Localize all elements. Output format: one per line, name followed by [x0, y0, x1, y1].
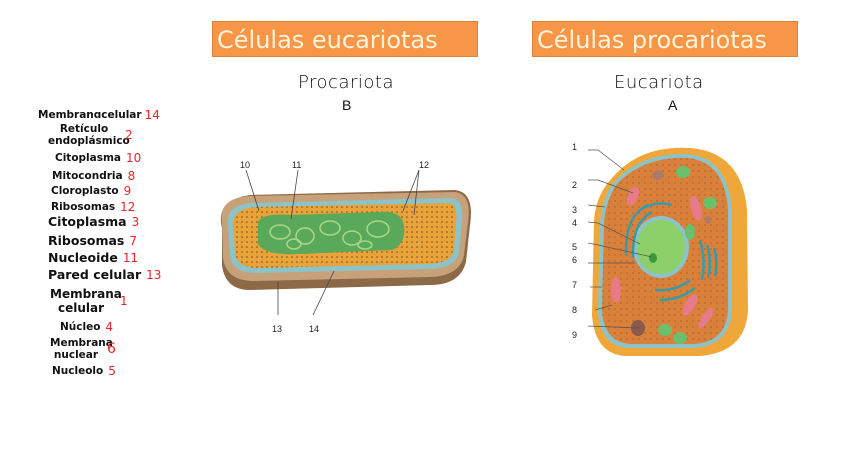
- legend-item: Membrana nuclear 6: [50, 337, 116, 361]
- eukaryote-letter: A: [668, 97, 678, 113]
- legend-number: 9: [123, 184, 132, 198]
- legend-label: Mitocondria: [52, 170, 123, 182]
- label-9: 9: [572, 330, 578, 340]
- label-3: 3: [572, 205, 578, 215]
- legend-number: 13: [146, 268, 162, 282]
- legend-number: 5: [108, 364, 116, 378]
- legend-number: 2: [125, 128, 133, 142]
- legend-label: Ribosomas: [48, 233, 125, 248]
- legend-label: Pared celular: [48, 267, 142, 282]
- legend-number: 1: [120, 294, 128, 308]
- eukaryote-caption: Eucariota: [614, 72, 704, 93]
- legend-item: Ribosomas 7: [48, 234, 137, 248]
- legend-number: 4: [105, 320, 114, 334]
- legend-number: 7: [129, 234, 138, 248]
- legend-number: 14: [144, 108, 160, 122]
- label-5: 5: [572, 242, 578, 252]
- legend-item: Núcleo 4: [60, 320, 113, 334]
- legend-item: Pared celular 13: [48, 268, 161, 282]
- prokaryotic-cells-banner: Células procariotas: [532, 21, 798, 57]
- legend-item: Mitocondria 8: [52, 169, 135, 183]
- legend-label: Ribosomas: [51, 201, 116, 213]
- label-10: 10: [240, 160, 251, 170]
- legend-item: Retículo endoplásmico 2: [48, 123, 133, 147]
- legend-label: Nucleoide: [48, 250, 118, 265]
- legend-number: 3: [131, 215, 140, 229]
- legend-number: 11: [122, 251, 139, 265]
- legend-item: Cloroplasto 9: [51, 184, 131, 198]
- legend-item: Membranɑcelular 14: [38, 108, 160, 122]
- legend-label: Membrana celular: [50, 287, 122, 315]
- legend-item: Ribosomas 12: [51, 200, 135, 214]
- legend-item: Citoplasma 3: [48, 215, 139, 229]
- legend-label: Cloroplasto: [51, 185, 119, 197]
- legend-number: 8: [127, 169, 136, 183]
- legend-item: Nucleolo 5: [52, 364, 116, 378]
- label-7: 7: [572, 280, 578, 290]
- legend-item: Citoplasma 10: [55, 151, 141, 165]
- legend-number: 10: [126, 151, 142, 165]
- label-12: 12: [419, 160, 430, 170]
- label-6: 6: [572, 255, 578, 265]
- legend-number: 12: [120, 200, 136, 214]
- legend-label: Retículo endoplásmico: [48, 123, 130, 147]
- label-14: 14: [309, 324, 320, 334]
- legend-item: Membrana celular 1: [50, 287, 128, 315]
- label-4: 4: [572, 218, 578, 228]
- eukaryotic-cells-banner: Células eucariotas: [212, 21, 478, 57]
- legend-label: Membrana nuclear: [50, 337, 113, 361]
- legend-item: Nucleoide 11: [48, 251, 138, 265]
- label-13: 13: [272, 324, 283, 334]
- legend-label: Membranɑcelular: [38, 109, 142, 121]
- legend-label: Citoplasma: [55, 152, 122, 164]
- legend-label: Nucleolo: [52, 365, 104, 377]
- legend-label: Citoplasma: [48, 214, 127, 229]
- prokaryote-caption: Procariota: [298, 72, 394, 93]
- label-11: 11: [292, 160, 302, 170]
- label-2: 2: [572, 180, 578, 190]
- prokaryote-letter: B: [342, 97, 352, 113]
- legend-label: Núcleo: [60, 321, 101, 333]
- label-8: 8: [572, 305, 578, 315]
- legend-number: 6: [107, 341, 116, 357]
- label-1: 1: [572, 142, 578, 152]
